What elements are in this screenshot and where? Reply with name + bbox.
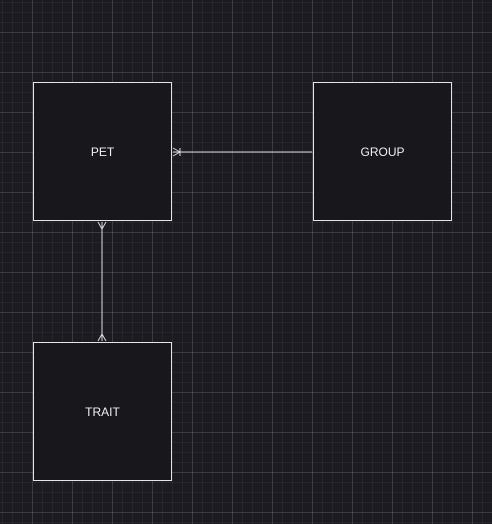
- pet-trait-crowfoot-trait-left: [97, 333, 103, 342]
- entity-group-label: GROUP: [360, 144, 405, 159]
- pet-trait-crowfoot-trait-right: [101, 333, 107, 342]
- entity-group[interactable]: GROUP: [313, 82, 452, 221]
- group-pet-crowfoot-bottom: [172, 151, 181, 157]
- entity-trait[interactable]: TRAIT: [33, 342, 172, 481]
- pet-trait-crowfoot-pet-right: [101, 221, 107, 230]
- entity-pet-label: PET: [90, 144, 115, 159]
- entity-trait-label: TRAIT: [85, 404, 120, 419]
- pet-trait-crowfoot-pet-left: [97, 221, 103, 230]
- entity-pet[interactable]: PET: [33, 82, 172, 221]
- pet-trait-relationship[interactable]: [97, 221, 107, 342]
- group-pet-relationship[interactable]: [172, 147, 312, 157]
- group-pet-crowfoot-top: [172, 147, 181, 153]
